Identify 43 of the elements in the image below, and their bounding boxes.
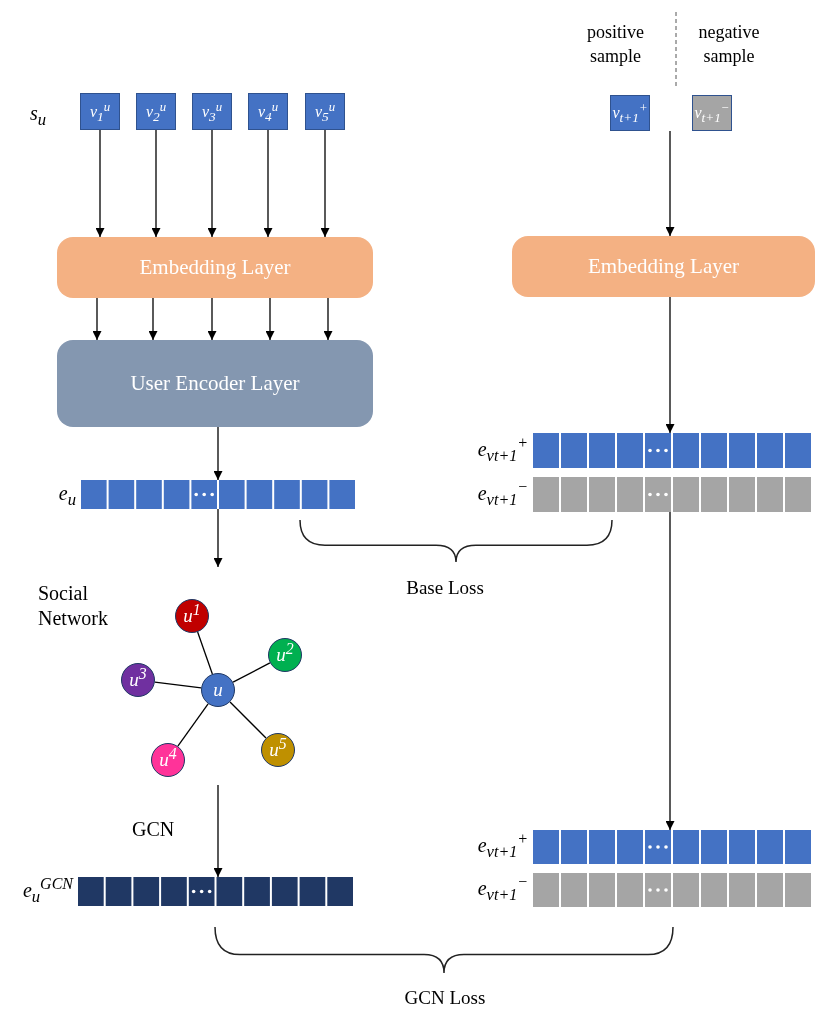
arrow [213, 508, 223, 568]
arrow [323, 297, 333, 341]
connector-line [197, 631, 213, 675]
connector-line [177, 703, 209, 747]
connector-line [232, 662, 271, 683]
vector-label: e$_{u}$ [57, 480, 76, 505]
loss-label: GCN Loss [403, 986, 487, 1010]
arrow [151, 129, 161, 238]
arrow [265, 297, 275, 341]
user-circle: u$^{3}$ [121, 663, 155, 697]
user-circle: u$^{2}$ [268, 638, 302, 672]
embedding-vector [80, 480, 356, 509]
user-circle: u$^{1}$ [175, 599, 209, 633]
embedding-vector [532, 477, 812, 512]
layer-box: Embedding Layer [512, 236, 815, 297]
connector-line [154, 681, 202, 689]
sequence-label: s$_{u}$ [30, 101, 48, 127]
user-circle: u [201, 673, 235, 707]
loss-label: Base Loss [405, 576, 485, 600]
arrow [213, 784, 223, 878]
arrow [213, 426, 223, 481]
arrow [665, 511, 675, 831]
graph-title: Social Network [38, 581, 109, 631]
embedding-vector [77, 877, 354, 906]
embedding-vector [532, 873, 812, 907]
sample-label: positive sample [586, 21, 645, 69]
user-circle: u$^{4}$ [151, 743, 185, 777]
embedding-vector [532, 830, 812, 864]
sample-label: negative sample [697, 21, 761, 69]
arrow [665, 296, 675, 434]
arrow [207, 297, 217, 341]
layer-box: User Encoder Layer [57, 340, 373, 427]
connector-line [229, 701, 267, 739]
user-circle: u$^{5}$ [261, 733, 295, 767]
arrow [92, 297, 102, 341]
arrow [320, 129, 330, 238]
embedding-vector [532, 433, 812, 468]
arrow [207, 129, 217, 238]
arrow [665, 130, 675, 237]
arrow [95, 129, 105, 238]
arrow [263, 129, 273, 238]
arrow [148, 297, 158, 341]
layer-box: Embedding Layer [57, 237, 373, 298]
